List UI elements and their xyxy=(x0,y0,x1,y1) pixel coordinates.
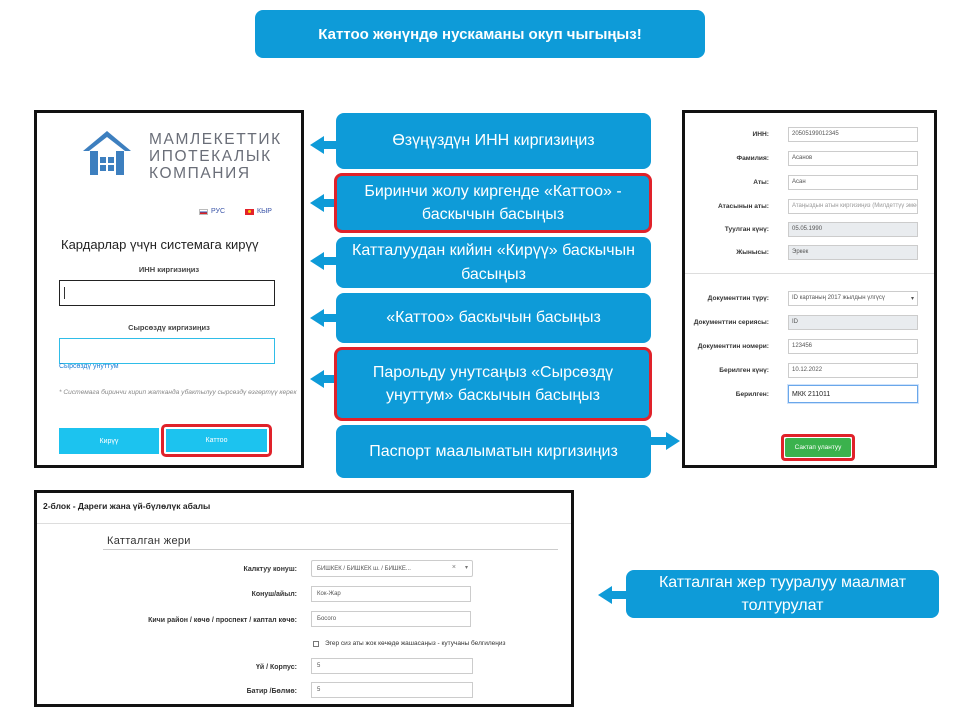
form-row: Документтин түрү: ID картаның 2017 жылды… xyxy=(685,290,934,306)
block2-title: 2-блок - Дареги жана үй-бүлөлүк абалы xyxy=(43,501,211,511)
house-label: Үй / Корпус: xyxy=(255,664,297,671)
document-number-field[interactable]: 123456 xyxy=(788,338,918,354)
apartment-label: Батир /Бөлмө: xyxy=(246,688,297,695)
clear-icon[interactable]: × xyxy=(451,564,456,571)
arrow-left-icon xyxy=(310,370,324,388)
save-continue-button[interactable]: Сактап улантуу xyxy=(785,438,851,457)
callout-enter-inn: Өзүңүздүн ИНН киргизиңиз xyxy=(336,113,651,169)
arrow-stem xyxy=(323,314,337,322)
forgot-password-link[interactable]: Сырсөздү унуттум xyxy=(59,363,119,370)
form-row: ИНН: 20505199012345 xyxy=(685,126,934,142)
inn-label: ИНН киргизиңиз xyxy=(138,265,200,274)
login-panel: МАМЛЕКЕТТИК ИПОТЕКАЛЫК КОМПАНИЯ РУС КЫР … xyxy=(34,110,304,468)
arrow-right-icon xyxy=(666,432,680,450)
settlement-label: Калктуу конуш: xyxy=(243,566,297,573)
inn-input[interactable] xyxy=(59,280,275,306)
lang-kg-link[interactable]: КЫР xyxy=(245,208,272,215)
address-form-panel: 2-блок - Дареги жана үй-бүлөлүк абалы Ка… xyxy=(34,490,574,707)
register-highlight: Каттоо xyxy=(161,424,272,457)
street-label: Кичи район / көчө / проспект / каптал кө… xyxy=(148,617,297,624)
house-input[interactable]: 5 xyxy=(311,658,473,674)
company-logo-text: МАМЛЕКЕТТИК ИПОТЕКАЛЫК КОМПАНИЯ xyxy=(149,131,282,182)
block2-subtitle: Катталган жери xyxy=(107,535,191,547)
arrow-left-icon xyxy=(310,252,324,270)
chevron-down-icon: ▾ xyxy=(910,295,914,302)
document-series-field: ID xyxy=(788,314,918,330)
arrow-stem xyxy=(323,141,337,149)
form-row: Документтин сериясы: ID xyxy=(685,314,934,330)
street-input[interactable]: Босого xyxy=(311,611,471,627)
form-row: Берилген: МКК 211011 xyxy=(685,385,934,403)
issued-by-field[interactable]: МКК 211011 xyxy=(788,385,918,403)
callout-press-register: «Каттоо» баскычын басыңыз xyxy=(336,293,651,343)
no-street-checkbox-row[interactable]: Эгер сиз аты жок көчөдө жашасаңыз - куту… xyxy=(313,640,505,647)
text-caret xyxy=(64,287,65,299)
save-highlight: Сактап улантуу xyxy=(781,434,855,461)
name-field[interactable]: Асан xyxy=(788,174,918,190)
birthdate-field: 05.05.1990 xyxy=(788,221,918,237)
callout-passport-data: Паспорт маалыматын киргизиңиз xyxy=(336,425,651,478)
block2-subdivider xyxy=(103,549,558,550)
register-button[interactable]: Каттоо xyxy=(166,429,267,452)
form-row: Атасынын аты: Атаңыздын атын киргизиңиз … xyxy=(685,198,934,214)
form-row: Жынысы: Эркек xyxy=(685,244,934,260)
settlement-select[interactable]: БИШКЕК / БИШКЕК ш. / БИШКЕ... × ▾ xyxy=(311,560,473,577)
form-row: Туулган күнү: 05.05.1990 xyxy=(685,221,934,237)
form-row: Фамилия: Асанов xyxy=(685,150,934,166)
russian-flag-icon xyxy=(199,208,208,215)
inn-field[interactable]: 20505199012345 xyxy=(788,126,918,142)
company-logo-icon xyxy=(83,131,131,175)
login-button[interactable]: Кирүү xyxy=(59,428,159,454)
chevron-down-icon[interactable]: ▾ xyxy=(464,565,468,571)
callout-forgot-password: Парольду унутсаңыз «Сырсөздү унуттум» ба… xyxy=(334,347,652,421)
callout-first-login: Биринчи жолу киргенде «Каттоо» - баскычы… xyxy=(334,173,652,233)
password-label: Сырсөздү киргизиңиз xyxy=(128,323,210,332)
block2-divider xyxy=(37,523,571,524)
arrow-left-icon xyxy=(310,194,324,212)
issue-date-field[interactable]: 10.12.2022 xyxy=(788,362,918,378)
patronymic-field[interactable]: Атаңыздын атын киргизиңиз (Милдеттүү эме… xyxy=(788,198,918,214)
gender-field: Эркек xyxy=(788,244,918,260)
password-note: * Системага биринчи кирип жатканда убакт… xyxy=(59,389,297,396)
surname-field[interactable]: Асанов xyxy=(788,150,918,166)
passport-form-panel: ИНН: 20505199012345 Фамилия: Асанов Аты:… xyxy=(682,110,937,468)
form-row: Берилген күнү: 10.12.2022 xyxy=(685,362,934,378)
arrow-stem xyxy=(651,437,667,445)
kyrgyz-flag-icon xyxy=(245,208,254,215)
arrow-left-icon xyxy=(310,136,324,154)
arrow-stem xyxy=(612,591,628,599)
district-input[interactable]: Кок-Жар xyxy=(311,586,471,602)
form-divider xyxy=(685,273,934,274)
callout-registered-address: Катталган жер тууралуу маалмат толтурула… xyxy=(626,570,939,618)
lang-ru-link[interactable]: РУС xyxy=(199,208,225,215)
apartment-input[interactable]: 5 xyxy=(311,682,473,698)
arrow-stem xyxy=(323,375,335,383)
callout-after-register: Катталуудан кийин «Кирүү» баскычын басың… xyxy=(336,237,651,288)
instruction-banner: Каттоо жөнүндө нускаманы окуп чыгыңыз! xyxy=(255,10,705,58)
form-row: Аты: Асан xyxy=(685,174,934,190)
arrow-stem xyxy=(323,199,335,207)
form-row: Документтин номери: 123456 xyxy=(685,338,934,354)
checkbox[interactable] xyxy=(313,640,319,647)
arrow-left-icon xyxy=(598,586,612,604)
arrow-left-icon xyxy=(310,309,324,327)
password-input[interactable] xyxy=(59,338,275,364)
document-type-select[interactable]: ID картаның 2017 жылдын үлгүсү ▾ xyxy=(788,290,918,306)
login-title: Кардарлар үчүн системага кирүү xyxy=(61,237,259,252)
district-label: Конуш/айыл: xyxy=(251,591,297,598)
arrow-stem xyxy=(323,257,337,265)
